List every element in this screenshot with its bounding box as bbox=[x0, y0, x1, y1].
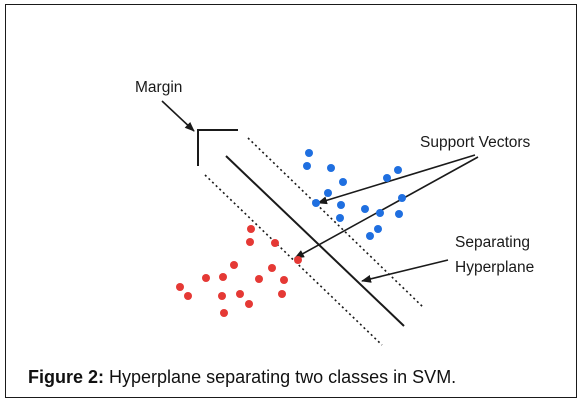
class-b-point bbox=[245, 300, 253, 308]
class-a-point bbox=[376, 209, 384, 217]
class-b-point bbox=[280, 276, 288, 284]
class-a-point bbox=[395, 210, 403, 218]
separating-label-line2: Hyperplane bbox=[455, 259, 534, 276]
class-a-point bbox=[374, 225, 382, 233]
class-a-point bbox=[339, 178, 347, 186]
class-b-point bbox=[255, 275, 263, 283]
class-b-point bbox=[236, 290, 244, 298]
class-a-point bbox=[398, 194, 406, 202]
class-a-point bbox=[324, 189, 332, 197]
margin-line-lower bbox=[204, 174, 383, 346]
figure-border bbox=[5, 4, 577, 398]
class-a-points bbox=[303, 149, 406, 240]
class-b-point bbox=[202, 274, 210, 282]
class-a-point bbox=[361, 205, 369, 213]
class-a-point bbox=[394, 166, 402, 174]
class-b-point bbox=[271, 239, 279, 247]
class-b-point bbox=[218, 292, 226, 300]
margin-label: Margin bbox=[135, 79, 182, 96]
class-a-point bbox=[383, 174, 391, 182]
class-a-point bbox=[327, 164, 335, 172]
class-a-point bbox=[305, 149, 313, 157]
caption-text: Hyperplane separating two classes in SVM… bbox=[104, 367, 457, 387]
class-b-point bbox=[294, 256, 302, 264]
class-b-points bbox=[176, 225, 302, 317]
class-b-point bbox=[176, 283, 184, 291]
class-b-point bbox=[219, 273, 227, 281]
class-a-point bbox=[337, 201, 345, 209]
class-b-point bbox=[246, 238, 254, 246]
class-b-point bbox=[247, 225, 255, 233]
class-a-point bbox=[303, 162, 311, 170]
support-vector-arrow-lower bbox=[294, 156, 479, 259]
separating-hyperplane bbox=[225, 155, 405, 327]
support-vectors-label: Support Vectors bbox=[420, 134, 531, 151]
separating-label-line1: Separating bbox=[455, 234, 530, 251]
class-b-point bbox=[278, 290, 286, 298]
class-a-point bbox=[336, 214, 344, 222]
class-b-point bbox=[184, 292, 192, 300]
class-a-point bbox=[312, 199, 320, 207]
class-a-point bbox=[366, 232, 374, 240]
class-b-point bbox=[220, 309, 228, 317]
margin-line-upper bbox=[247, 137, 425, 309]
caption-label: Figure 2: bbox=[28, 367, 105, 387]
separating-arrow bbox=[361, 259, 449, 283]
figure-caption: Figure 2: Hyperplane separating two clas… bbox=[28, 367, 456, 388]
class-b-point bbox=[230, 261, 238, 269]
margin-arrow bbox=[161, 100, 195, 132]
support-vector-arrow-upper bbox=[317, 154, 476, 205]
class-b-point bbox=[268, 264, 276, 272]
margin-bracket bbox=[197, 129, 238, 166]
